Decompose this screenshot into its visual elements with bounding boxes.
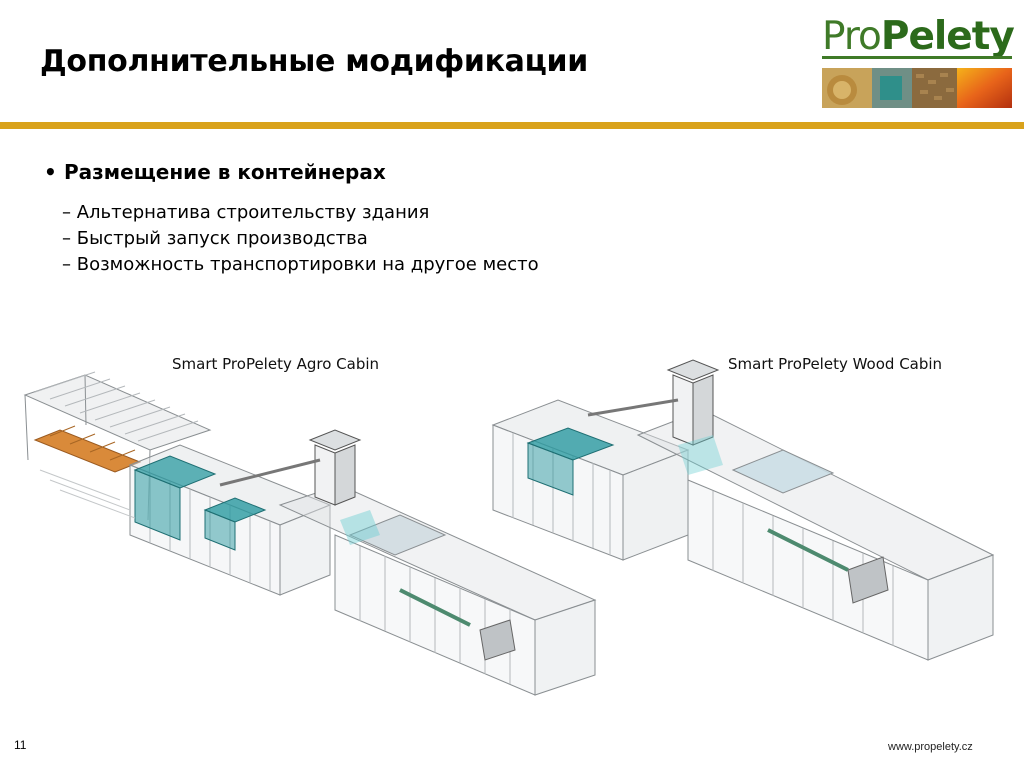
header-divider — [0, 122, 1024, 129]
sub-bullet-item: – Возможность транспортировки на другое … — [62, 254, 539, 275]
main-bullet: • Размещение в контейнерах — [44, 160, 386, 184]
main-bullet-text: Размещение в контейнерах — [64, 160, 386, 184]
sub-bullet-list: – Альтернатива строительству здания – Бы… — [62, 200, 539, 278]
agro-cabin-caption: Smart ProPelety Agro Cabin — [172, 355, 380, 373]
bullet-mark: • — [44, 160, 57, 184]
agro-cabin-illustration — [20, 350, 620, 720]
logo-underline — [822, 56, 1012, 59]
logo-photo-strip — [822, 68, 1012, 108]
wood-cabin-caption: Smart ProPelety Wood Cabin — [728, 355, 943, 373]
website-url: www.propelety.cz — [888, 741, 973, 753]
wood-cabin-illustration — [488, 355, 1018, 670]
logo-wordmark: ProPelety — [822, 14, 1015, 59]
slide-title: Дополнительные модификации — [40, 44, 588, 79]
page-number: 11 — [14, 738, 27, 752]
sub-bullet-item: – Быстрый запуск производства — [62, 228, 368, 249]
sub-bullet-item: – Альтернатива строительству здания — [62, 202, 430, 223]
propelety-logo: ProPelety — [818, 14, 1016, 108]
